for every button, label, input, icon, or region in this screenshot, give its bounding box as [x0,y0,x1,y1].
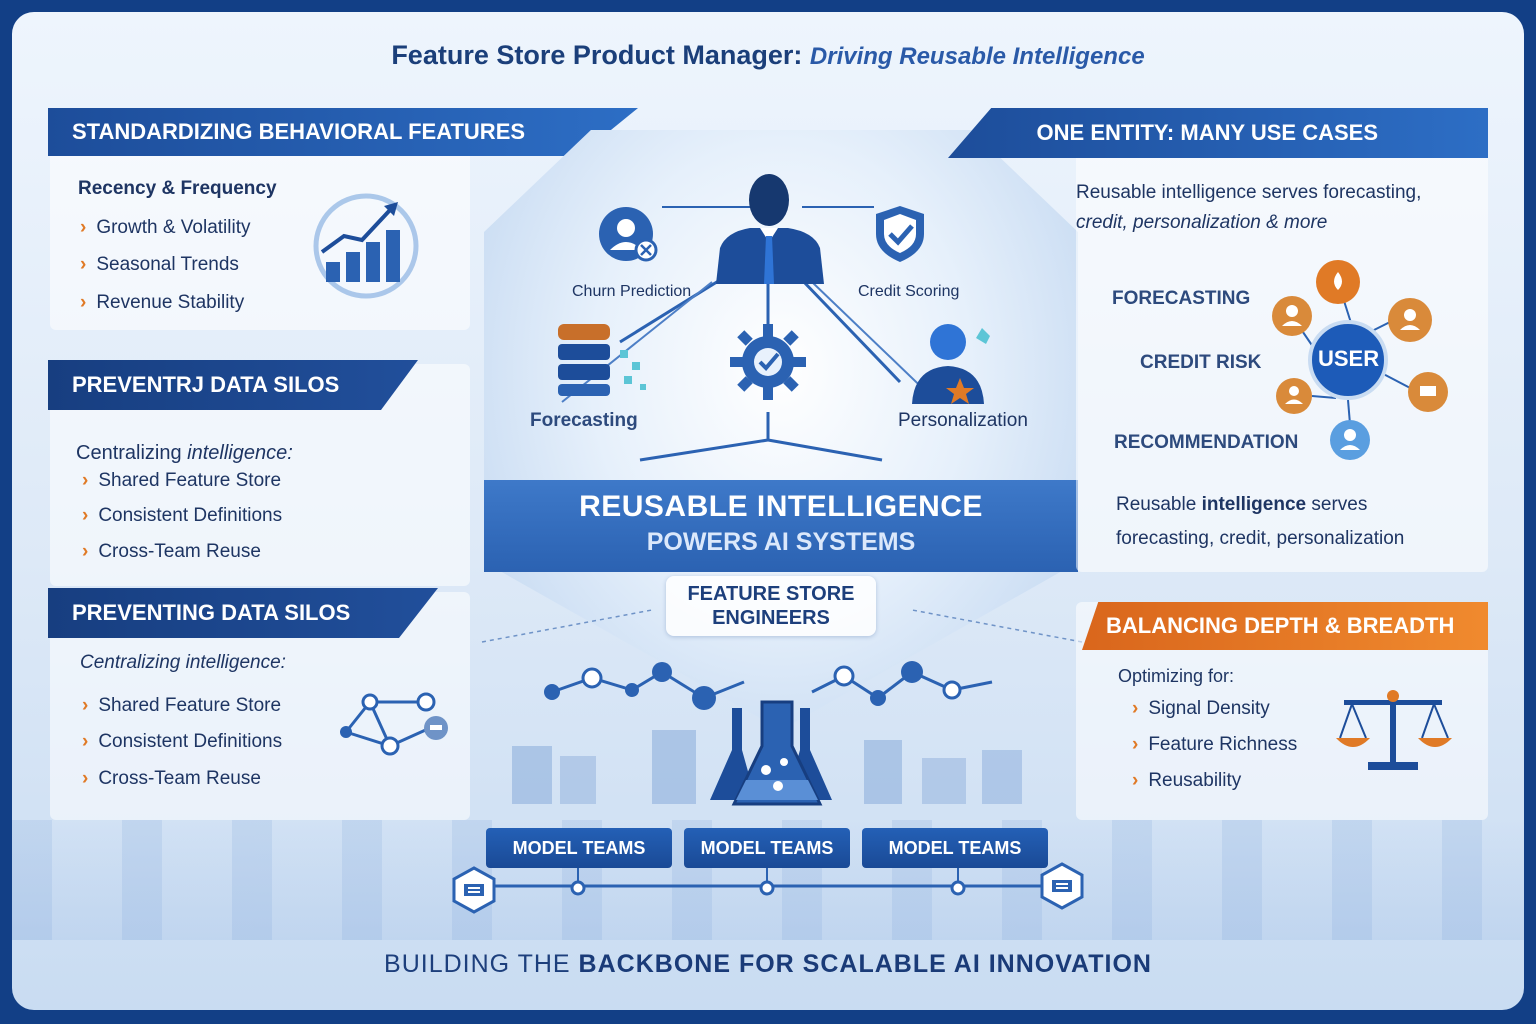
banner-silos-b-label: PREVENTING DATA SILOS [72,600,351,625]
band-subtitle: POWERS AI SYSTEMS [646,528,916,556]
banner-standardizing-label: STANDARDIZING BEHAVIORAL FEATURES [72,119,526,144]
banner-balancing: BALANCING DEPTH & BREADTH [1082,602,1488,650]
list-item: ›Signal Density [1132,698,1270,719]
footer-tagline: BUILDING THE BACKBONE FOR SCALABLE AI IN… [384,950,1152,978]
database-icon [558,324,646,396]
heading-centralizing-b: Centralizing intelligence: [80,652,286,673]
connector-lines [561,206,938,462]
label-personalization: Personalization [898,410,1028,431]
list-item: ›Cross-Team Reuse [82,768,261,789]
use-case-forecasting: FORECASTING [1112,288,1251,309]
list-item: ›Consistent Definitions [82,505,283,526]
label-churn: Churn Prediction [572,283,692,300]
heading-centralizing-a: Centralizing intelligence: [76,442,293,464]
reusable-intelligence-band: REUSABLE INTELLIGENCE POWERS AI SYSTEMS [484,480,1078,572]
page-title: Feature Store Product Manager: Driving R… [12,40,1524,71]
banner-standardizing: STANDARDIZING BEHAVIORAL FEATURES [48,108,638,156]
list-item: ›Reusability [1132,770,1242,791]
list-item: ›Seasonal Trends [80,254,239,275]
one-entity-caption-line1: Reusable intelligence serves [1116,494,1368,515]
scale-icon [1336,690,1452,770]
banner-one-entity: ONE ENTITY: MANY USE CASES [948,108,1488,158]
list-item: ›Shared Feature Store [82,470,282,491]
shield-check-icon [876,206,924,262]
label-credit: Credit Scoring [858,283,960,300]
list-item: ›Feature Richness [1132,734,1298,755]
list-item: ›Shared Feature Store [82,695,282,716]
list-item: ›Cross-Team Reuse [82,541,261,562]
hexagon-doc-icon [452,866,496,914]
model-teams-tag: MODEL TEAMS [684,828,850,868]
panel-one-entity [1076,112,1488,572]
banner-balancing-label: BALANCING DEPTH & BREADTH [1106,613,1455,638]
gear-check-icon [730,324,806,400]
one-entity-line1: Reusable intelligence serves forecasting… [1076,182,1422,203]
heading-optimizing: Optimizing for: [1118,666,1235,686]
banner-one-entity-label: ONE ENTITY: MANY USE CASES [1036,120,1378,145]
banner-silos-b: PREVENTING DATA SILOS [48,588,438,638]
trend-chart-icon [313,193,419,299]
title-main: Feature Store Product Manager: [391,40,803,70]
model-teams-tag: MODEL TEAMS [862,828,1048,868]
one-entity-line2: credit, personalization & more [1076,212,1328,233]
use-case-credit-risk: CREDIT RISK [1140,352,1262,373]
band-title: REUSABLE INTELLIGENCE [579,490,983,523]
title-sub: Driving Reusable Intelligence [809,43,1145,70]
infographic-frame: Feature Store Product Manager: Driving R… [12,12,1524,1010]
user-star-icon [912,324,990,404]
network-icon [340,692,448,756]
banner-silos-a: PREVENTRJ DATA SILOS [48,360,418,410]
person-icon [599,207,658,262]
manager-avatar [716,174,824,284]
list-item: ›Consistent Definitions [82,731,283,752]
list-item: ›Revenue Stability [80,292,245,313]
hub-user-label: USER [1318,346,1380,371]
one-entity-caption-line2: forecasting, credit, personalization [1116,528,1405,549]
heading-recency: Recency & Frequency [78,178,277,199]
model-teams-tag: MODEL TEAMS [486,828,672,868]
hexagon-doc-icon [1040,862,1084,910]
flask-icon [710,700,832,806]
label-forecasting: Forecasting [530,410,638,431]
feature-store-engineers-chip: FEATURE STORE ENGINEERS [666,576,876,636]
entity-hub-diagram [1272,260,1448,460]
lab-network [481,609,1083,804]
list-item: ›Growth & Volatility [80,217,251,238]
use-case-recommendation: RECOMMENDATION [1114,432,1299,453]
banner-silos-a-label: PREVENTRJ DATA SILOS [72,372,340,397]
